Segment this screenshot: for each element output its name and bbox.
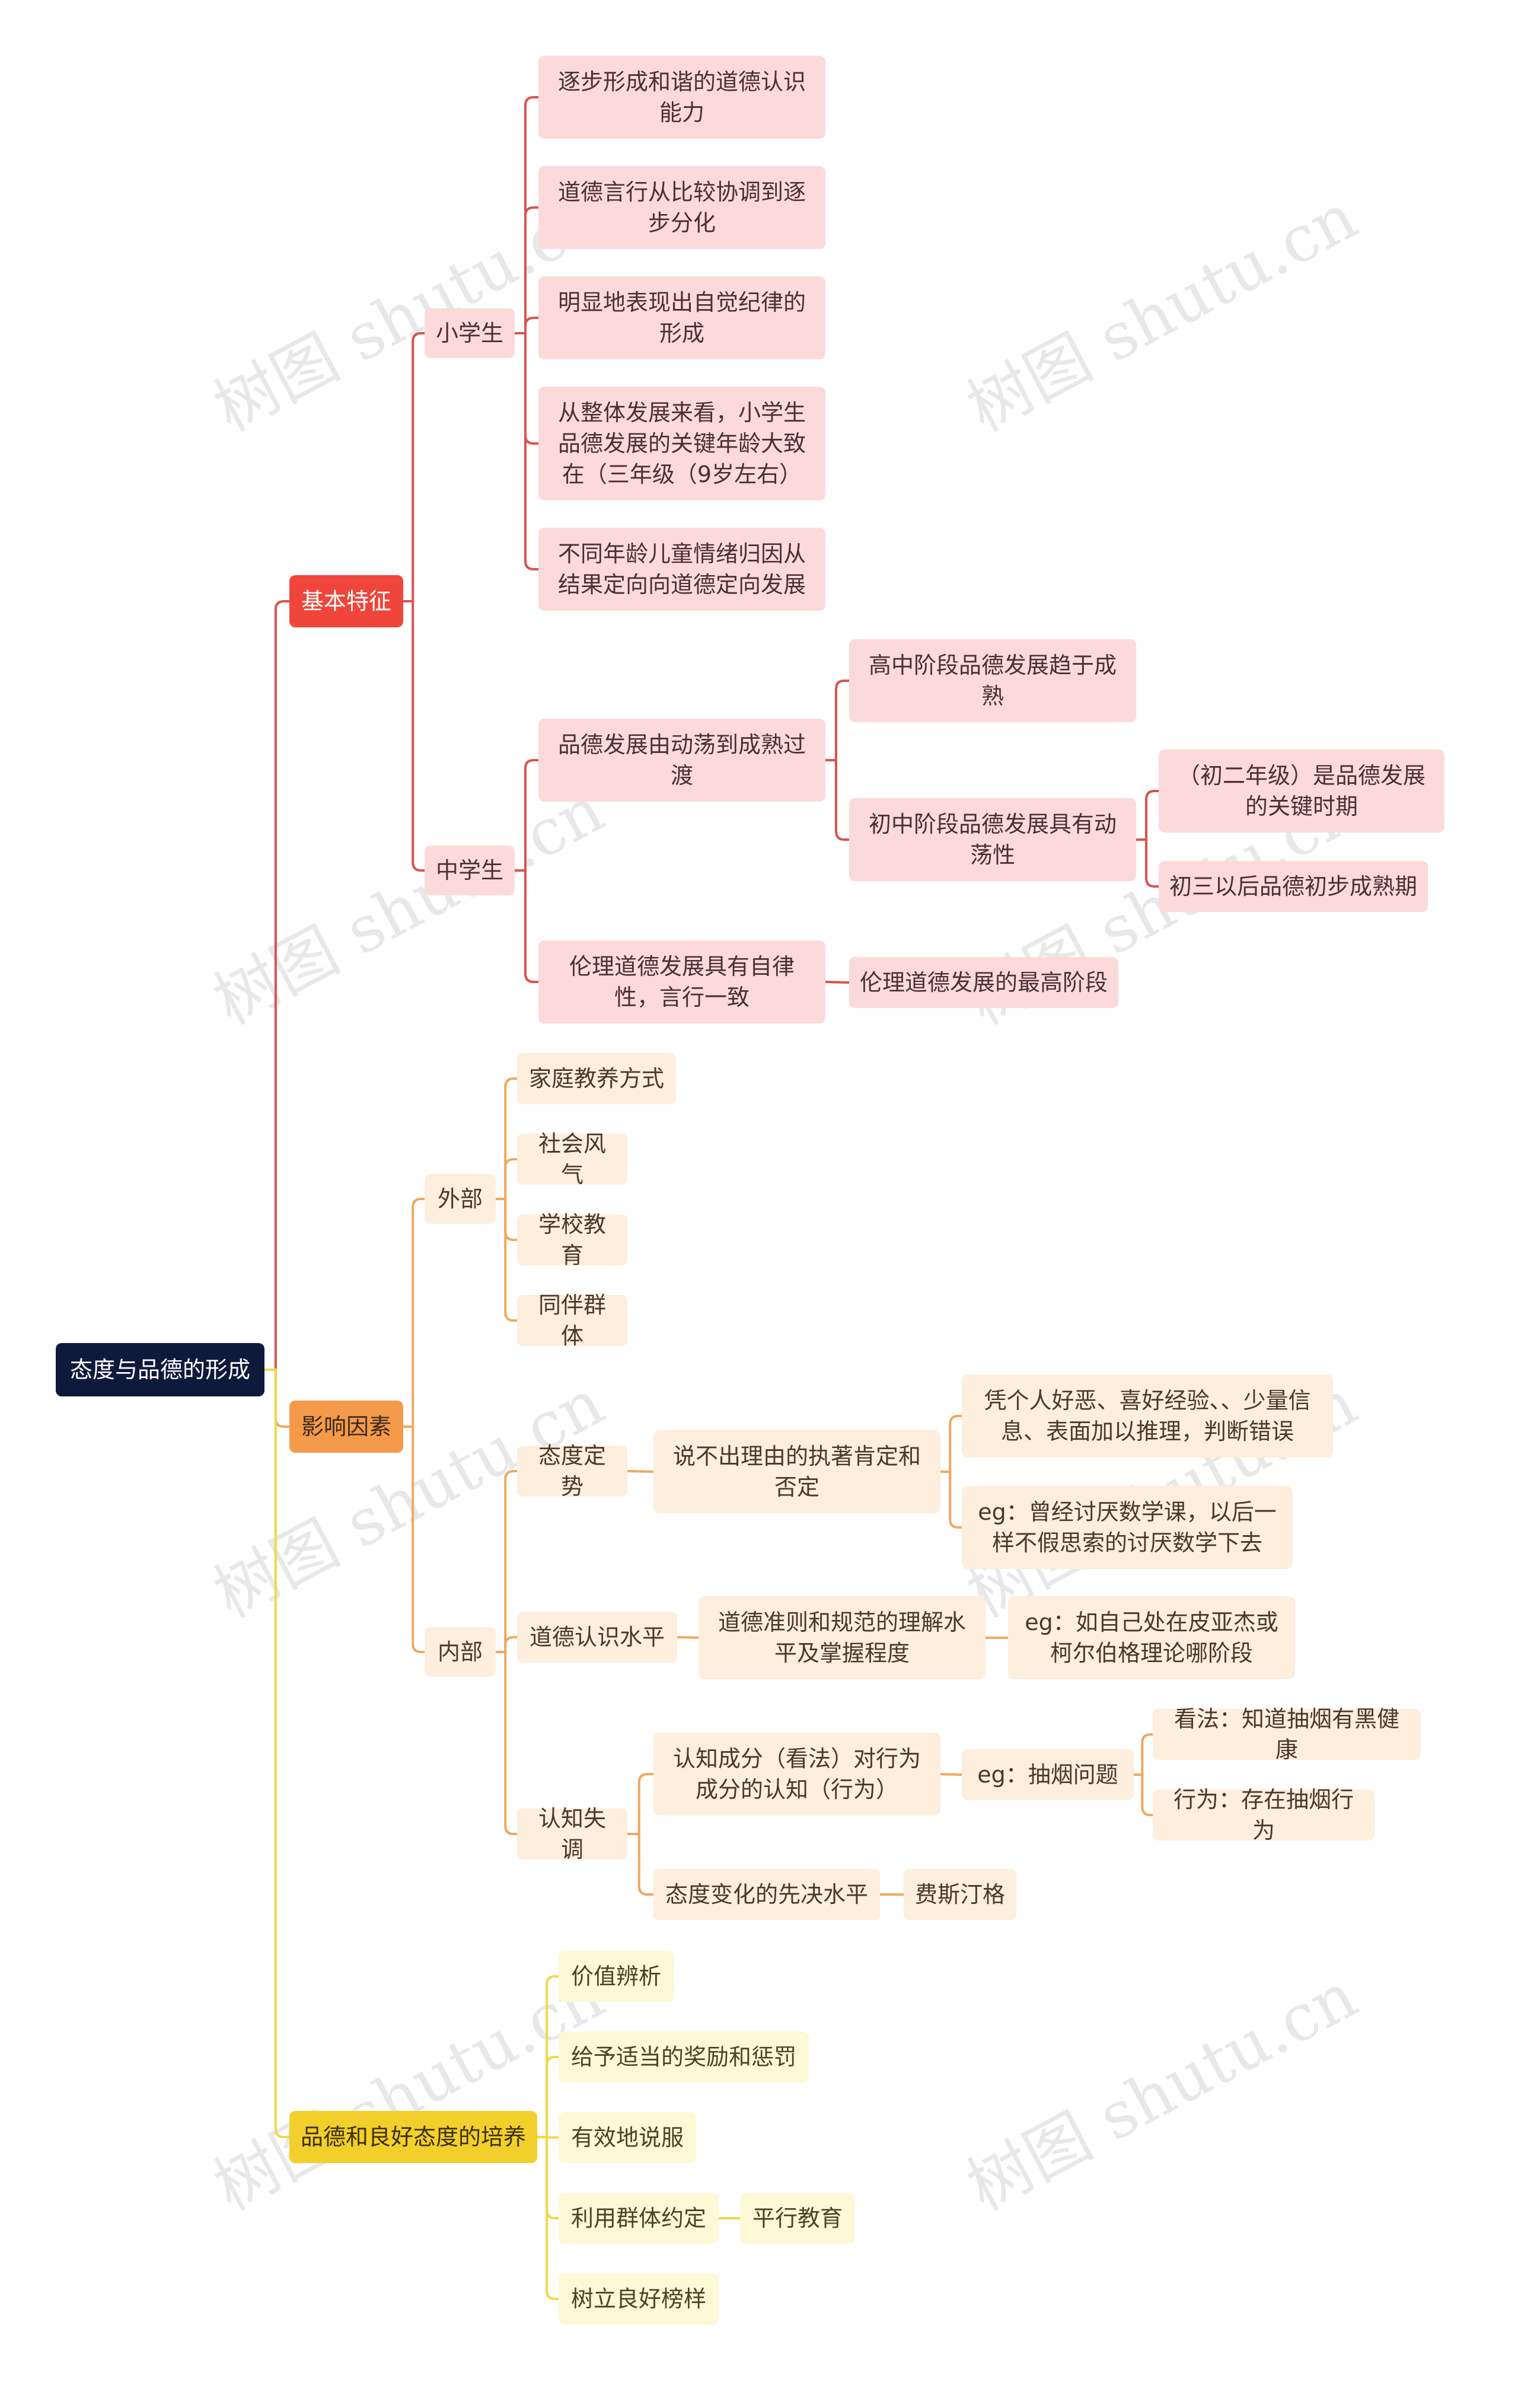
junior-grade-three[interactable]: 初三以后品德初步成熟期 xyxy=(1159,861,1428,912)
high-school-stage[interactable]: 高中阶段品德发展趋于成熟 xyxy=(849,639,1136,722)
primary-students[interactable]: 小学生 xyxy=(425,308,515,358)
cultivation-item[interactable]: 有效地说服 xyxy=(559,2112,696,2163)
parallel-education[interactable]: 平行教育 xyxy=(740,2193,855,2244)
external-item[interactable]: 同伴群体 xyxy=(517,1292,627,1349)
primary-item[interactable]: 明显地表现出自觉纪律的形成 xyxy=(538,276,825,359)
middle-transition[interactable]: 品德发展由动荡到成熟过渡 xyxy=(538,719,825,802)
connector xyxy=(940,1773,962,1776)
junior-high-stage[interactable]: 初中阶段品德发展具有动荡性 xyxy=(849,798,1136,881)
connector xyxy=(515,869,538,983)
branch-basic-features[interactable]: 基本特征 xyxy=(289,575,403,627)
external-item[interactable]: 社会风气 xyxy=(517,1131,627,1188)
cognitive-dissonance[interactable]: 认知失调 xyxy=(517,1806,627,1862)
attitude-change-precondition[interactable]: 态度变化的先决水平 xyxy=(653,1869,880,1920)
primary-item[interactable]: 逐步形成和谐的道德认识能力 xyxy=(538,56,825,139)
cultivation-item[interactable]: 树立良好榜样 xyxy=(559,2273,719,2324)
connector xyxy=(627,1833,653,1896)
connector xyxy=(496,1470,517,1653)
ethics-autonomy[interactable]: 伦理道德发展具有自律性，言行一致 xyxy=(538,940,825,1023)
festinger[interactable]: 费斯汀格 xyxy=(904,1869,1016,1920)
moral-cognition-desc[interactable]: 道德准则和规范的理解水平及掌握程度 xyxy=(699,1596,986,1679)
attitude-set-example[interactable]: eg：曾经讨厌数学课，以后一样不假思索的讨厌数学下去 xyxy=(962,1486,1293,1569)
dissonance-cognition-behavior[interactable]: 认知成分（看法）对行为成分的认知（行为） xyxy=(653,1733,940,1816)
connector xyxy=(264,1369,289,1428)
attitude-set-desc[interactable]: 说不出理由的执著肯定和否定 xyxy=(653,1430,940,1513)
external-item[interactable]: 学校教育 xyxy=(517,1211,627,1268)
connector xyxy=(940,1471,962,1529)
internal-factors[interactable]: 内部 xyxy=(425,1627,496,1677)
connector xyxy=(496,1077,517,1200)
connector xyxy=(496,1198,517,1322)
connector xyxy=(515,317,538,334)
moral-cognition-example[interactable]: eg：如自己处在皮亚杰或柯尔伯格理论哪阶段 xyxy=(1008,1596,1295,1679)
smoking-behavior[interactable]: 行为：存在抽烟行为 xyxy=(1153,1787,1375,1844)
primary-item[interactable]: 不同年龄儿童情绪归因从结果定向向道德定向发展 xyxy=(538,528,825,611)
smoking-view[interactable]: 看法：知道抽烟有黑健康 xyxy=(1153,1706,1421,1763)
moral-cognition-level[interactable]: 道德认识水平 xyxy=(517,1612,677,1663)
connector xyxy=(1136,790,1159,841)
connector xyxy=(537,2056,559,2138)
ethics-highest-stage[interactable]: 伦理道德发展的最高阶段 xyxy=(849,957,1118,1008)
connector xyxy=(677,1636,699,1639)
attitude-set-detail[interactable]: 凭个人好恶、喜好经验、、少量信息、表面加以推理，判断错误 xyxy=(962,1374,1333,1457)
external-item[interactable]: 家庭教养方式 xyxy=(517,1053,676,1104)
primary-item[interactable]: 道德言行从比较协调到逐步分化 xyxy=(538,166,825,249)
cultivation-item[interactable]: 利用群体约定 xyxy=(559,2193,719,2244)
connector xyxy=(403,1425,425,1653)
connector xyxy=(496,1636,517,1653)
connector xyxy=(825,981,850,984)
connector xyxy=(537,2136,559,2300)
branch-influence-factors[interactable]: 影响因素 xyxy=(289,1401,403,1453)
connector xyxy=(627,1773,653,1835)
connector xyxy=(264,1369,289,2138)
cultivation-item[interactable]: 价值辨析 xyxy=(559,1951,674,2002)
connector xyxy=(515,759,538,872)
external-factors[interactable]: 外部 xyxy=(425,1174,496,1224)
middle-students[interactable]: 中学生 xyxy=(425,846,515,895)
connector xyxy=(496,1651,517,1835)
branch-cultivation[interactable]: 品德和良好态度的培养 xyxy=(289,2111,537,2163)
connector xyxy=(264,600,289,1371)
connector xyxy=(1134,1733,1153,1776)
connector xyxy=(1136,838,1159,888)
cultivation-item[interactable]: 给予适当的奖励和惩罚 xyxy=(559,2031,809,2082)
connector xyxy=(627,1470,654,1473)
connector xyxy=(825,680,849,761)
attitude-set[interactable]: 态度定势 xyxy=(517,1443,627,1500)
connector xyxy=(1134,1774,1153,1816)
connector xyxy=(403,1198,425,1428)
smoking-example[interactable]: eg：抽烟问题 xyxy=(962,1749,1134,1800)
connector xyxy=(515,206,538,334)
junior-grade-two[interactable]: （初二年级）是品德发展的关键时期 xyxy=(1159,749,1444,833)
connector xyxy=(403,332,425,602)
connector xyxy=(940,1415,962,1473)
root-topic[interactable]: 态度与品德的形成 xyxy=(56,1343,264,1396)
connector xyxy=(515,332,538,570)
connector xyxy=(537,1975,559,2138)
connector xyxy=(515,96,538,334)
connector xyxy=(403,600,425,872)
connector xyxy=(825,759,849,841)
primary-item[interactable]: 从整体发展来看，小学生品德发展的关键年龄大致在（三年级（9岁左右） xyxy=(538,387,825,500)
connector xyxy=(496,1158,517,1200)
